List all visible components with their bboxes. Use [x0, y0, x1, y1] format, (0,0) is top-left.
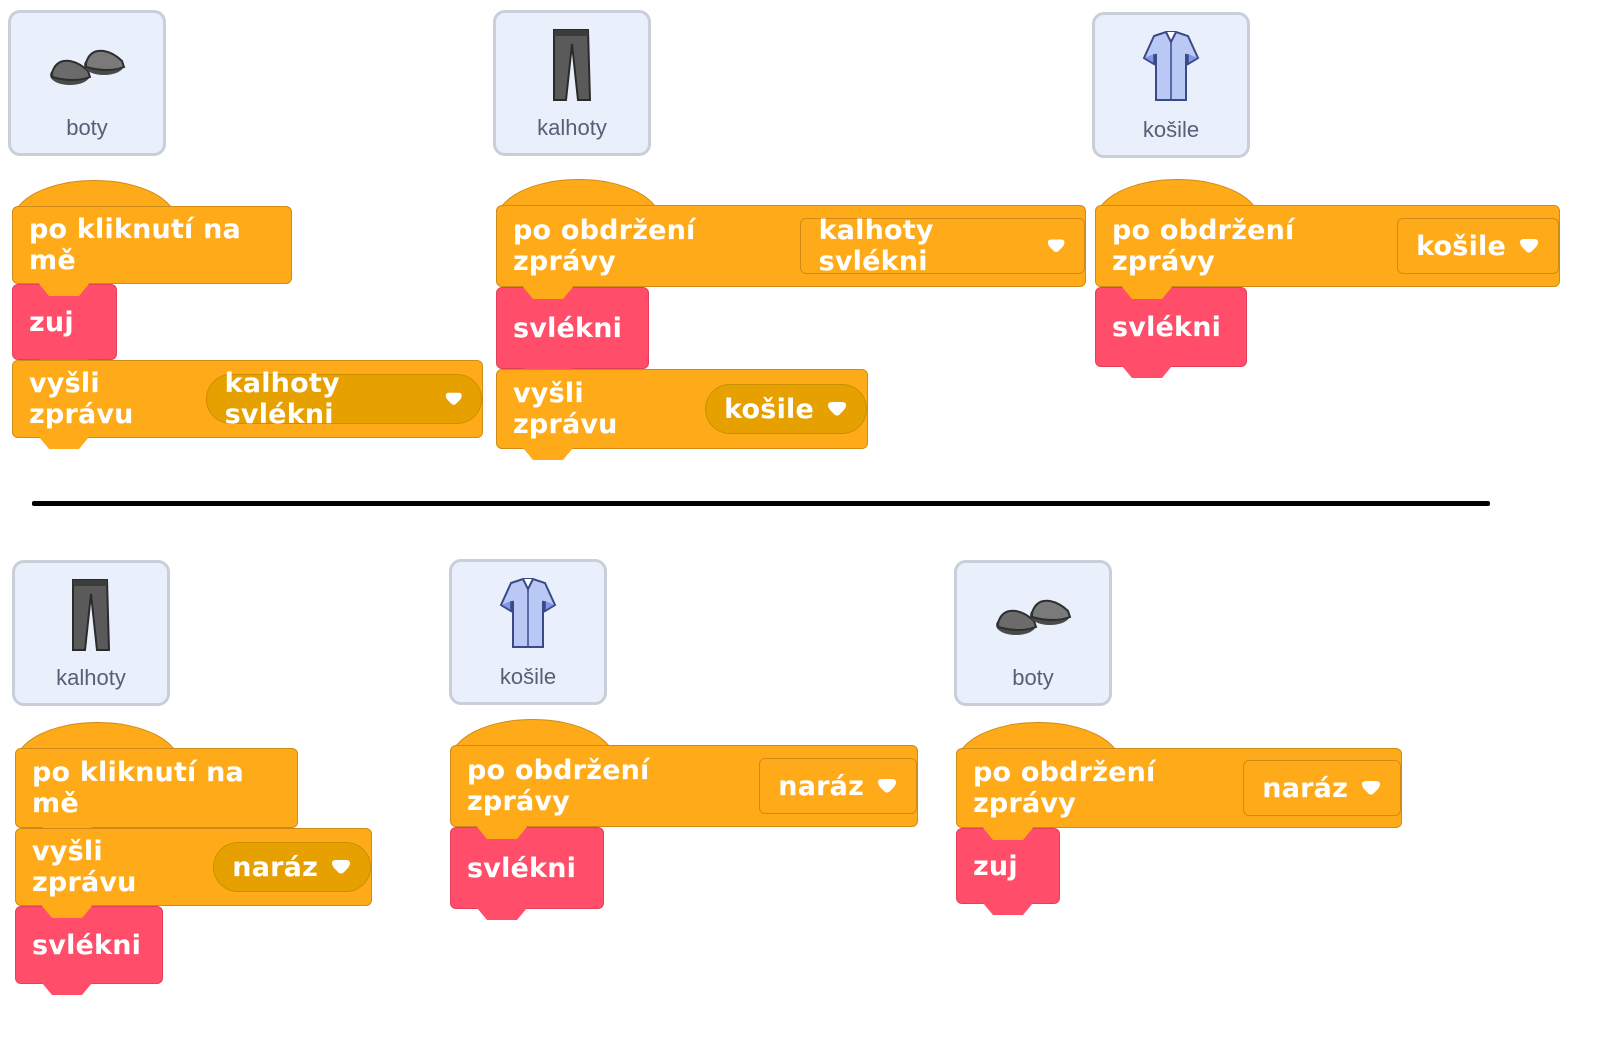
dropdown-value: naráz — [232, 851, 318, 883]
shirt-icon — [452, 570, 604, 660]
svlekni-block[interactable]: svlékni — [450, 827, 604, 920]
chevron-down-icon — [878, 779, 896, 793]
when-receive-hat-block[interactable]: po obdržení zprávy naráz — [450, 745, 918, 838]
block-label: svlékni — [32, 929, 142, 961]
block-notch — [1122, 366, 1172, 378]
message-dropdown[interactable]: košile — [705, 384, 867, 434]
when-clicked-hat-block[interactable]: po kliknutí na mě — [15, 748, 298, 839]
dropdown-value: kalhoty svlékni — [224, 368, 340, 430]
block-notch — [42, 983, 92, 995]
sprite-card-kalhoty[interactable]: kalhoty — [12, 560, 170, 706]
sprite-label: košile — [1142, 117, 1200, 142]
block-label: po kliknutí na mě — [29, 214, 241, 276]
sprite-card-kosile[interactable]: košile — [449, 559, 607, 705]
dropdown-value: naráz — [1262, 772, 1348, 804]
block-label: po obdržení zprávy — [1112, 215, 1295, 277]
chevron-down-icon — [332, 860, 350, 874]
sprite-card-kosile[interactable]: košile — [1092, 12, 1250, 158]
section-divider — [32, 501, 1490, 506]
shirt-icon — [1095, 23, 1247, 113]
block-label: po obdržení zprávy — [973, 757, 1156, 819]
sprite-card-boty[interactable]: boty — [954, 560, 1112, 706]
block-notch — [477, 827, 527, 839]
block-label: zuj — [29, 306, 74, 338]
svlekni-block[interactable]: svlékni — [1095, 287, 1247, 378]
block-notch — [39, 437, 89, 449]
dropdown-value: kalhoty svlékni — [818, 215, 934, 277]
broadcast-block[interactable]: vyšli zprávu košile — [496, 369, 868, 460]
block-label: vyšli zprávu — [29, 368, 134, 430]
sprite-card-boty[interactable]: boty — [8, 10, 166, 156]
when-receive-hat-block[interactable]: po obdržení zprávy kalhoty svlékni — [496, 205, 1086, 298]
zuj-block[interactable]: zuj — [956, 828, 1060, 915]
sprite-card-kalhoty[interactable]: kalhoty — [493, 10, 651, 156]
svlekni-block[interactable]: svlékni — [15, 906, 163, 995]
block-notch — [523, 448, 573, 460]
chevron-down-icon — [828, 402, 846, 416]
block-notch — [523, 287, 573, 299]
block-label: svlékni — [1112, 311, 1222, 343]
chevron-down-icon — [1520, 239, 1538, 253]
dropdown-value: košile — [1416, 230, 1506, 262]
block-label: svlékni — [467, 852, 577, 884]
message-dropdown[interactable]: naráz — [213, 842, 371, 892]
broadcast-block[interactable]: vyšli zprávu naráz — [15, 828, 372, 917]
block-label: vyšli zprávu — [32, 836, 137, 898]
block-notch — [983, 903, 1033, 915]
block-notch — [1122, 287, 1172, 299]
message-dropdown[interactable]: naráz — [1243, 760, 1401, 816]
message-dropdown[interactable]: kalhoty svlékni — [799, 215, 1085, 277]
block-notch — [42, 906, 92, 918]
block-notch — [39, 284, 89, 296]
shoes-icon — [957, 571, 1109, 661]
block-notch — [983, 828, 1033, 840]
svlekni-block[interactable]: svlékni — [496, 287, 649, 380]
when-clicked-hat-block[interactable]: po kliknutí na mě — [12, 206, 292, 295]
chevron-down-icon — [445, 392, 462, 405]
dropdown-value: košile — [724, 393, 814, 425]
message-dropdown[interactable]: naráz — [759, 758, 917, 814]
zuj-block[interactable]: zuj — [12, 284, 117, 371]
block-label: svlékni — [513, 312, 623, 344]
sprite-label: košile — [499, 664, 557, 689]
block-label: po kliknutí na mě — [32, 757, 244, 819]
sprite-label: boty — [66, 115, 108, 140]
broadcast-block[interactable]: vyšli zprávu kalhoty svlékni — [12, 360, 483, 449]
sprite-label: boty — [1012, 665, 1054, 690]
block-label: zuj — [973, 850, 1018, 882]
chevron-down-icon — [1362, 781, 1380, 795]
block-label: po obdržení zprávy — [467, 755, 650, 817]
block-label: vyšli zprávu — [513, 378, 618, 440]
pants-icon — [15, 571, 167, 661]
message-dropdown[interactable]: košile — [1397, 218, 1559, 274]
message-dropdown[interactable]: kalhoty svlékni — [205, 368, 482, 430]
sprite-label: kalhoty — [537, 115, 607, 140]
block-notch — [477, 908, 527, 920]
shoes-icon — [11, 21, 163, 111]
when-receive-hat-block[interactable]: po obdržení zprávy naráz — [956, 748, 1402, 839]
when-receive-hat-block[interactable]: po obdržení zprávy košile — [1095, 205, 1560, 298]
sprite-label: kalhoty — [56, 665, 126, 690]
pants-icon — [496, 21, 648, 111]
dropdown-value: naráz — [778, 770, 864, 802]
block-label: po obdržení zprávy — [513, 215, 696, 277]
chevron-down-icon — [1047, 239, 1065, 252]
